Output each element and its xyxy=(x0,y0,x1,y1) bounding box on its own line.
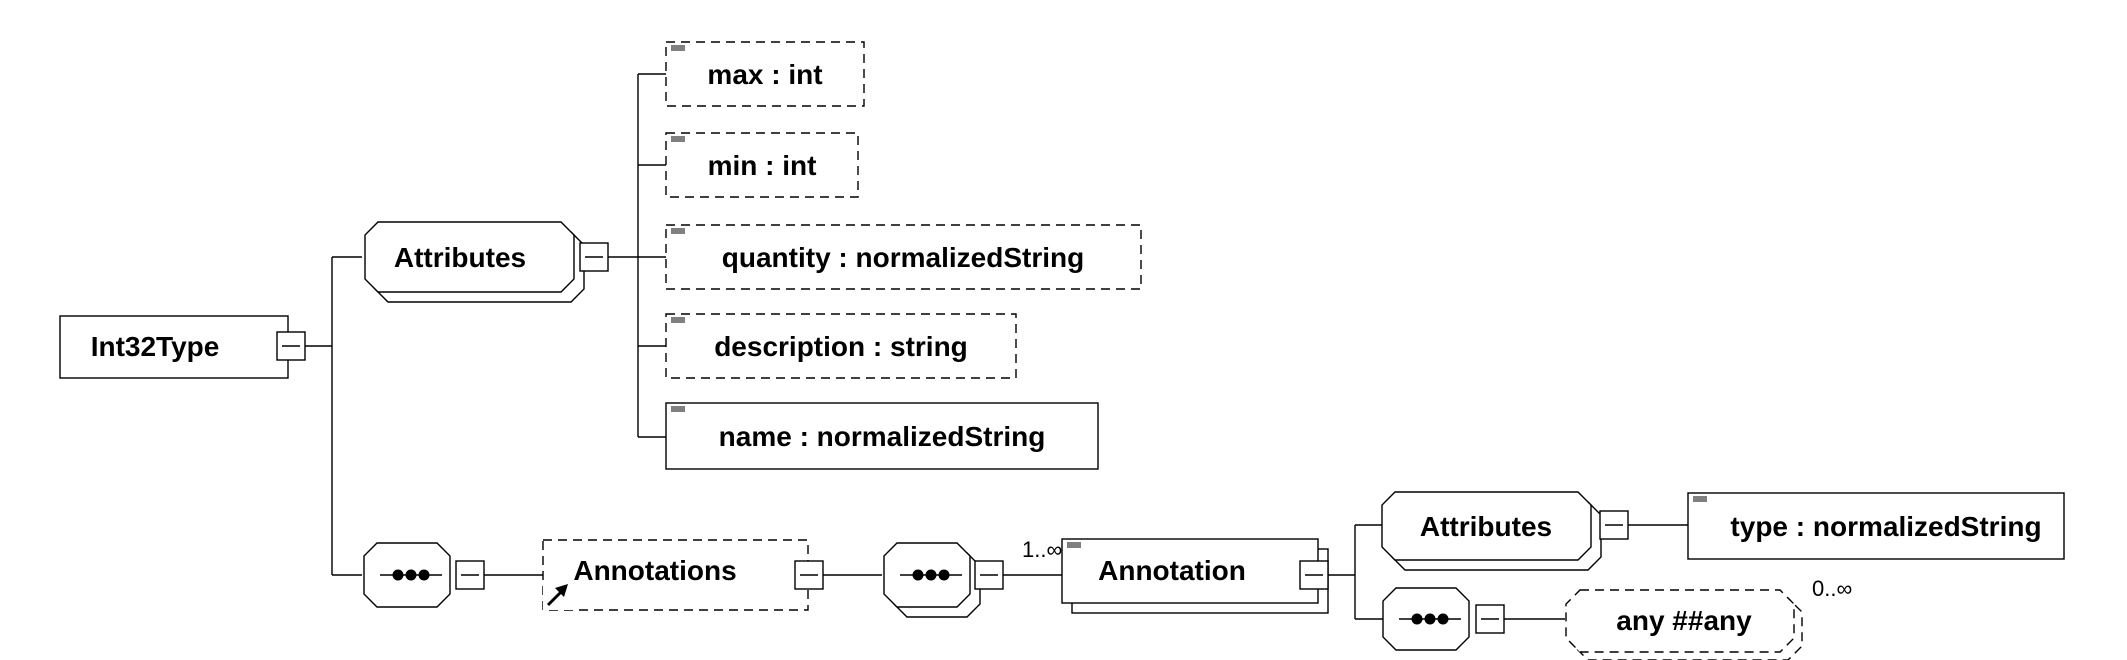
sequence-dot-icon xyxy=(418,569,430,581)
annotations-element-label: Annotations xyxy=(573,555,736,586)
annotation-attributes-collapse-toggle[interactable] xyxy=(1599,510,1629,540)
root-collapse-toggle[interactable] xyxy=(276,331,306,361)
attribute-tab-icon xyxy=(1693,496,1707,502)
attribute-tab-icon xyxy=(671,406,685,412)
root-element-node[interactable]: Int32Type xyxy=(59,315,289,379)
connectors xyxy=(305,73,1688,620)
annotation-attributes-group-node[interactable]: Attributes xyxy=(1381,491,1602,571)
any-wildcard-node[interactable]: any ##any xyxy=(1565,589,1803,660)
attribute-tab-icon xyxy=(671,228,685,234)
attribute-description-label: description : string xyxy=(714,331,968,362)
attribute-quantity-label: quantity : normalizedString xyxy=(722,242,1084,273)
sequence-dot-icon xyxy=(925,569,937,581)
attributes-group-label: Attributes xyxy=(394,242,526,273)
attribute-description[interactable]: description : string xyxy=(665,313,1017,379)
attribute-tab-icon xyxy=(671,45,685,51)
sequence-2-collapse-toggle[interactable] xyxy=(974,560,1004,590)
sequence-dot-icon xyxy=(1411,613,1423,625)
attribute-min-label: min : int xyxy=(708,150,817,181)
annotation-collapse-toggle[interactable] xyxy=(1299,560,1329,590)
sequence-dot-icon xyxy=(405,569,417,581)
attributes-group-collapse-toggle[interactable] xyxy=(579,242,609,272)
attribute-type[interactable]: type : normalizedString xyxy=(1687,492,2065,560)
attribute-max[interactable]: max : int xyxy=(665,41,865,107)
root-element-label: Int32Type xyxy=(91,331,220,362)
sequence-compositor-3[interactable] xyxy=(1382,587,1470,651)
annotations-collapse-toggle[interactable] xyxy=(794,560,824,590)
sequence-1-collapse-toggle[interactable] xyxy=(455,560,485,590)
attribute-name-label: name : normalizedString xyxy=(719,421,1046,452)
any-wildcard-label: any ##any xyxy=(1616,605,1752,636)
attribute-name[interactable]: name : normalizedString xyxy=(665,402,1099,470)
reference-arrow-icon xyxy=(543,580,573,610)
attribute-tab-icon xyxy=(671,136,685,142)
attribute-tab-icon xyxy=(671,317,685,323)
attribute-tab-icon xyxy=(1067,542,1081,548)
any-occurrence: 0..∞ xyxy=(1812,576,1852,601)
attributes-group-node[interactable]: Attributes xyxy=(364,221,585,303)
annotations-element-node[interactable]: Annotations xyxy=(542,539,809,611)
sequence-dot-icon xyxy=(912,569,924,581)
attribute-min[interactable]: min : int xyxy=(665,132,859,198)
attribute-max-label: max : int xyxy=(707,59,822,90)
annotation-element-label: Annotation xyxy=(1098,555,1246,586)
attribute-type-label: type : normalizedString xyxy=(1730,511,2041,542)
sequence-dot-icon xyxy=(1437,613,1449,625)
sequence-3-collapse-toggle[interactable] xyxy=(1475,604,1505,634)
attribute-quantity[interactable]: quantity : normalizedString xyxy=(665,224,1142,290)
annotation-occurrence: 1..∞ xyxy=(1022,537,1062,562)
sequence-compositor-2[interactable] xyxy=(883,542,981,618)
sequence-dot-icon xyxy=(392,569,404,581)
sequence-dot-icon xyxy=(938,569,950,581)
sequence-compositor-1[interactable] xyxy=(363,542,451,608)
sequence-dot-icon xyxy=(1424,613,1436,625)
annotation-attributes-group-label: Attributes xyxy=(1420,511,1552,542)
annotation-element-node[interactable]: Annotation xyxy=(1061,538,1329,614)
